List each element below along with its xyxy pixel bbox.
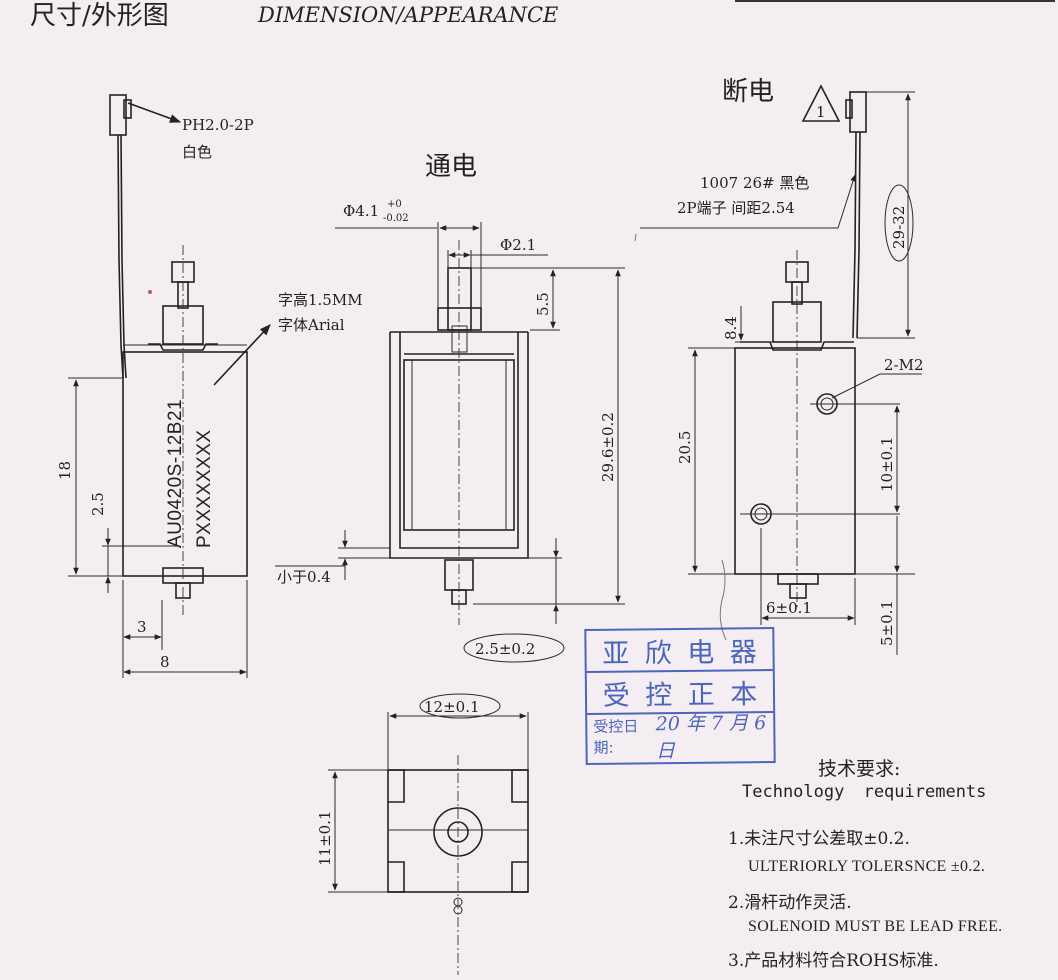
stamp-char: 欣 (644, 637, 672, 669)
stamp-char: 本 (730, 678, 758, 710)
tech-item-3-cn: 3.产品材料符合ROHS标准. (728, 951, 939, 971)
tech-item-2-cn: 2.滑杆动作灵活. (728, 893, 852, 913)
tech-title-en: Technology requirements (742, 782, 987, 802)
dim-dia-4-1: Φ4.1 (343, 202, 379, 220)
dim-11: 11±0.1 (316, 810, 334, 866)
header-title-en: DIMENSION/APPEARANCE (257, 3, 558, 27)
product-marking-line1: AU0420S-12B21 (165, 399, 186, 548)
dim-2-5-tol: 2.5±0.2 (475, 640, 535, 658)
dim-29-32: 29-32 (890, 206, 908, 249)
de-energized-title: 断电 (722, 77, 774, 107)
connector-leader (127, 102, 182, 123)
tech-title-cn: 技术要求: (818, 758, 901, 780)
connector-color-label: 白色 (182, 143, 212, 161)
center-view: 通电 Φ4.1 +0 -0.02 Φ2.1 (275, 152, 625, 663)
dim-8: 8 (160, 653, 170, 671)
stamp-char: 受 (602, 680, 630, 712)
dim-12: 12±0.1 (424, 698, 480, 716)
stamp-char: 控 (645, 679, 673, 711)
connector-label: PH2.0-2P (182, 116, 254, 134)
stamp-char: 亚 (602, 638, 630, 670)
stamp-char: 器 (729, 636, 757, 668)
wire-spec-line2: 2P端子 间距2.54 (677, 199, 795, 217)
dim-dia-2-1: Φ2.1 (500, 236, 536, 254)
warning-number: 1 (816, 103, 826, 121)
dim-5: 5±0.1 (878, 600, 896, 646)
stamp-company-row: 亚 欣 电 器 (586, 629, 773, 673)
stamp-date-row: 受控日期: 20 年 7 月 6 日 (587, 712, 773, 762)
product-marking-line2: PXXXXXXXX (194, 429, 215, 548)
right-view: 断电 1 1007 26# 黑色 2P端子 间距2.54 29-32 (640, 77, 924, 655)
dim-3: 3 (137, 618, 147, 636)
dim-2-m2: 2-M2 (884, 356, 924, 374)
tech-item-1-en: ULTERIORLY TOLERSNCE ±0.2. (748, 858, 986, 875)
wire-spec-line1: 1007 26# 黑色 (700, 174, 809, 192)
stamp-date-value: 20 年 7 月 6 日 (655, 712, 767, 763)
tech-item-2-en: SOLENOID MUST BE LEAD FREE. (748, 918, 1003, 935)
char-height-label: 字高1.5MM (278, 291, 363, 309)
dim-dia-4-1-lower-tol: -0.02 (383, 213, 409, 224)
dim-5-5: 5.5 (534, 292, 552, 316)
title-block-rule (735, 0, 1055, 2)
stamp-date-label: 受控日期: (593, 717, 639, 757)
bottom-view: 12±0.1 11±0.1 (316, 693, 529, 975)
dim-10: 10±0.1 (878, 436, 896, 492)
stamp-char: 正 (687, 679, 715, 711)
dim-2-5: 2.5 (89, 492, 107, 516)
header-title-cn: 尺寸/外形图 (30, 1, 169, 31)
dim-less-than-0-4: 小于0.4 (277, 568, 331, 586)
dim-dia-4-1-upper-tol: +0 (387, 199, 402, 210)
dim-8-4: 8.4 (722, 316, 740, 340)
dim-29-6: 29.6±0.2 (599, 412, 617, 482)
dim-6: 6±0.1 (766, 599, 812, 617)
dim-20-5: 20.5 (676, 431, 694, 464)
stamp-char: 电 (687, 637, 715, 669)
font-name-label: 字体Arial (278, 316, 345, 334)
tech-item-1-cn: 1.未注尺寸公差取±0.2. (728, 829, 910, 849)
energized-title: 通电 (425, 152, 477, 182)
left-view: PH2.0-2P 白色 AU0420S-12B21 PXXXXXXXX 字高1.… (56, 94, 363, 678)
warning-triangle-icon (801, 84, 841, 122)
dim-18: 18 (56, 461, 74, 480)
controlled-copy-stamp: 亚 欣 电 器 受 控 正 本 受控日期: 20 年 7 月 6 日 (584, 627, 776, 765)
